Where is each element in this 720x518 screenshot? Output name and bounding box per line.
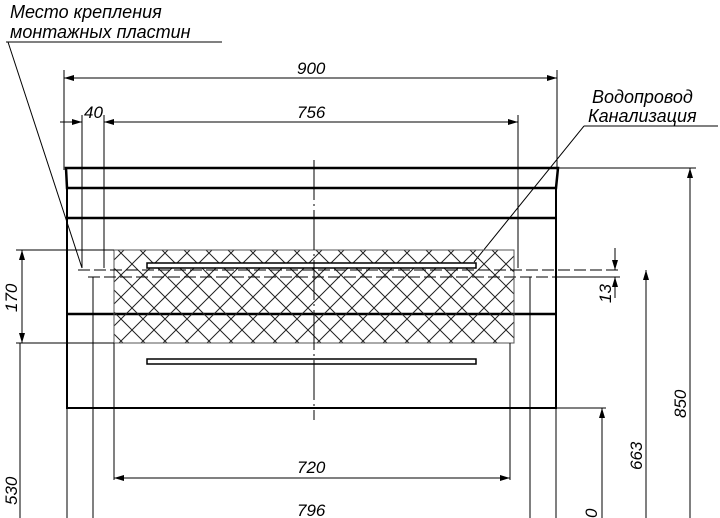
dim-13-label: 13 xyxy=(596,284,615,303)
dim-530-label: 530 xyxy=(2,476,21,505)
dim-13: 13 xyxy=(560,248,620,303)
cabinet xyxy=(64,160,620,420)
dim-720-label: 720 xyxy=(297,458,326,477)
dim-40-label: 40 xyxy=(84,103,103,122)
dim-720: 720 xyxy=(114,458,510,481)
dim-530: 530 xyxy=(2,343,21,518)
dim-partial: 0 xyxy=(556,407,606,518)
dim-partial-label: 0 xyxy=(582,508,601,518)
dim-850: 850 xyxy=(558,167,696,518)
dim-40-756: 40 756 xyxy=(60,103,519,268)
callout-line-2: Канализация xyxy=(588,106,697,126)
callout-plumbing: Водопровод Канализация xyxy=(473,87,718,263)
dim-900: 900 xyxy=(63,59,558,170)
dim-170: 170 xyxy=(2,249,114,344)
handle-top xyxy=(146,262,477,269)
dim-756-label: 756 xyxy=(297,103,326,122)
dim-796-label: 796 xyxy=(297,501,326,518)
callout-mounting-plates: Место крепления монтажных пластин xyxy=(6,2,222,269)
dim-663-label: 663 xyxy=(627,441,646,470)
dim-170-label: 170 xyxy=(2,283,21,312)
dim-900-label: 900 xyxy=(297,59,326,78)
dim-850-label: 850 xyxy=(671,389,690,418)
callout-line-2: монтажных пластин xyxy=(10,22,191,42)
callout-line-1: Место крепления xyxy=(10,2,162,22)
callout-line-1: Водопровод xyxy=(592,87,693,107)
handle-bottom xyxy=(146,358,477,365)
dim-663: 663 xyxy=(627,270,649,518)
